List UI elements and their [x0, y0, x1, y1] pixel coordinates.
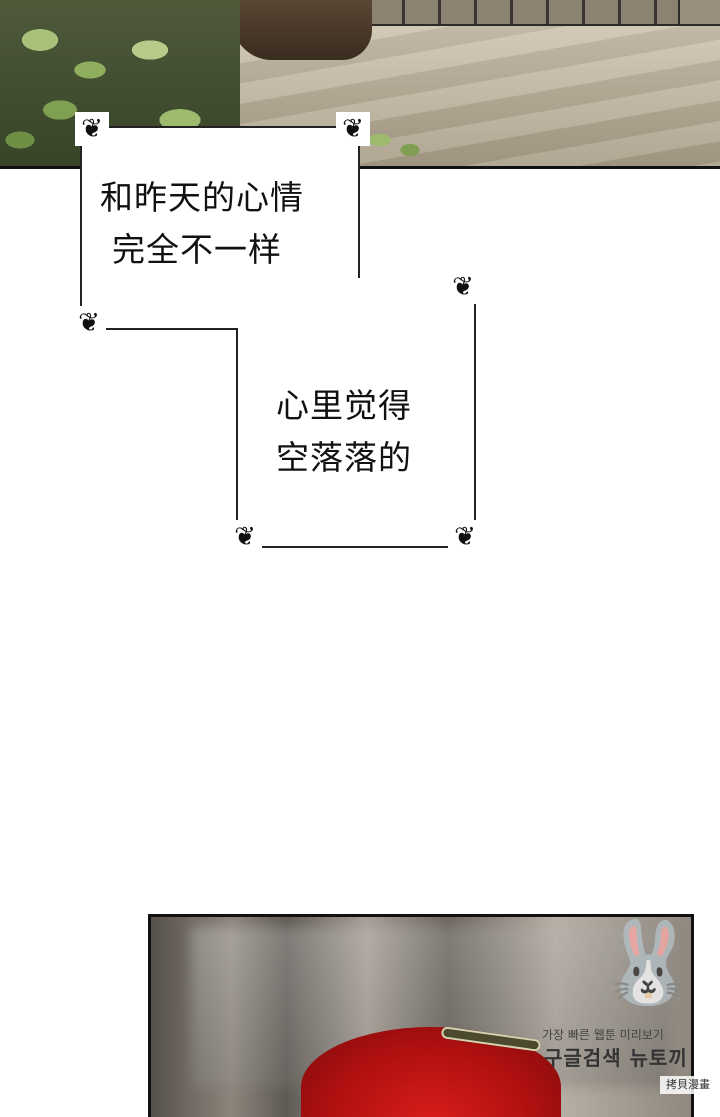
- ornament-icon: ❦: [336, 112, 370, 146]
- ornament-icon: ❦: [75, 112, 109, 146]
- top-panel-illustration: [0, 0, 720, 169]
- ornament-icon: ❦: [72, 306, 106, 340]
- character-figure: [232, 0, 372, 60]
- bottom-panel-illustration: [148, 914, 694, 1117]
- plants-right: [360, 120, 430, 166]
- ornament-icon: ❦: [448, 520, 482, 554]
- ornament-icon: ❦: [228, 520, 262, 554]
- ornament-icon: ❦: [446, 270, 480, 304]
- watermark-corner: 拷貝漫畫: [660, 1076, 716, 1094]
- watermark-line-1: 가장 빠른 웹툰 미리보기: [542, 1028, 664, 1042]
- narration-2-line-2: 空落落的: [276, 438, 412, 477]
- rabbit-mascot-icon: 🐰: [598, 916, 698, 1009]
- watermark: 🐰 가장 빠른 웹툰 미리보기 구글검색 뉴토끼 拷貝漫畫: [540, 898, 720, 1098]
- window-frame: [678, 0, 720, 26]
- narration-2-line-1: 心里觉得: [276, 386, 412, 425]
- narration-1-line-2: 完全不一样: [112, 230, 282, 269]
- narration-1-line-1: 和昨天的心情: [100, 178, 304, 217]
- watermark-line-2: 구글검색 뉴토끼: [544, 1046, 688, 1070]
